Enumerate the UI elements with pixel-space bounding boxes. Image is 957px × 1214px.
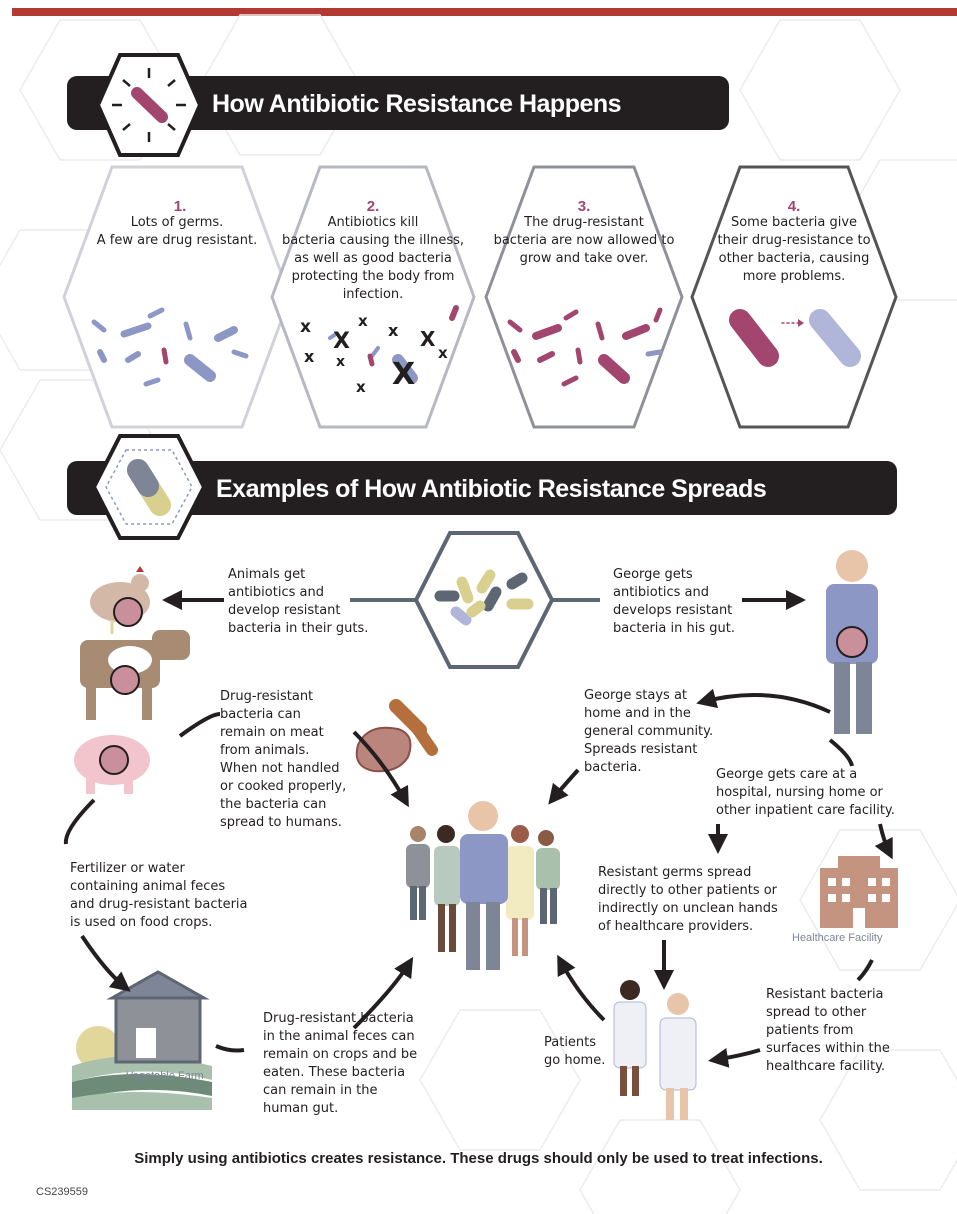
svg-text:X: X <box>420 327 436 351</box>
vegetable-farm-icon <box>72 970 212 1110</box>
svg-text:x: x <box>358 312 368 330</box>
section-title: Examples of How Antibiotic Resistance Sp… <box>216 475 767 503</box>
step-1-number: 1. <box>173 198 187 215</box>
vegetable-farm-label: Vegetable Farm <box>126 1070 204 1082</box>
top-accent-bar <box>12 8 957 16</box>
patients-icon <box>613 980 697 1120</box>
arrow-patients-home <box>557 954 606 1022</box>
meat-icon <box>355 699 438 773</box>
cow-icon <box>80 630 190 720</box>
step-3-number: 3. <box>577 198 591 215</box>
chicken-icon <box>90 566 150 634</box>
pig-icon <box>74 735 150 794</box>
svg-text:x: x <box>300 317 311 337</box>
healthcare-facility-label: Healthcare Facility <box>792 932 883 944</box>
step2-killed-bacteria-icon: x X x x X x x x x X <box>300 305 459 396</box>
bacteria-badge-icon <box>95 53 203 157</box>
svg-text:X: X <box>333 329 350 354</box>
arrow-crops-to-people <box>352 956 414 1030</box>
document-code: CS239559 <box>36 1186 88 1198</box>
footer-statement: Simply using antibiotics creates resista… <box>134 1150 823 1167</box>
arrow-george-home <box>696 688 831 714</box>
step1-bacteria-icon <box>91 307 249 387</box>
step4-transfer-icon <box>729 309 861 367</box>
arrow-care-down-right <box>874 823 893 860</box>
svg-text:x: x <box>438 344 448 362</box>
antibiotics-hexagon-icon <box>350 531 600 669</box>
step-1-text: Lots of germs.A few are drug resistant. <box>96 215 258 248</box>
svg-text:x: x <box>388 321 399 340</box>
step-2-number: 2. <box>366 198 380 215</box>
svg-text:X: X <box>392 357 415 392</box>
page-title: How Antibiotic Resistance Happens <box>212 90 622 118</box>
arrow-fertilizer-to-farm <box>80 934 131 992</box>
svg-text:x: x <box>336 354 345 370</box>
arrow-home-to-people <box>548 768 580 805</box>
george-person-icon <box>826 550 878 734</box>
arrow-surfaces-to-patients <box>708 1047 761 1068</box>
community-people-icon <box>406 801 560 970</box>
capsule-badge-icon <box>91 434 207 540</box>
svg-text:x: x <box>304 347 315 366</box>
healthcare-facility-icon <box>820 856 898 928</box>
step3-resistant-bacteria-icon <box>507 307 663 387</box>
arrow-meat-to-people <box>352 730 409 808</box>
svg-text:x: x <box>356 378 366 396</box>
step-4-number: 4. <box>787 198 801 215</box>
